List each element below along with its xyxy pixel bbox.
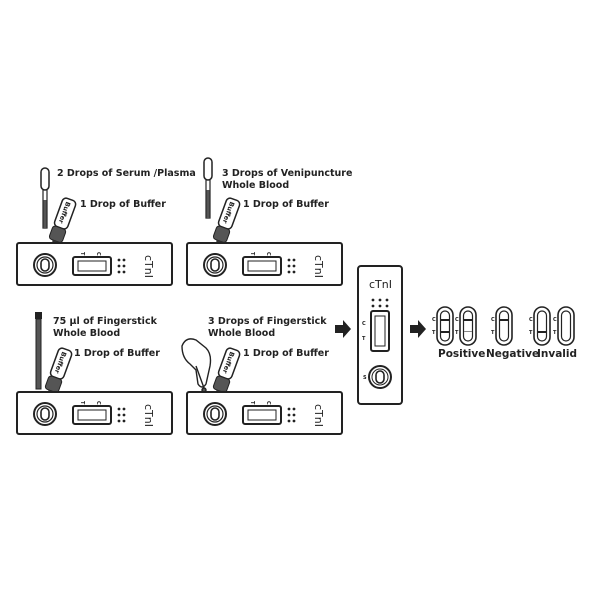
svg-text:C: C [455,317,459,323]
buffer-bottle-icon: Buffer [209,346,242,402]
cassette-brand: cTnI [369,278,392,291]
test-label: T [362,336,366,342]
invalid-strip-t-only: CT [529,306,551,346]
sample-instruction-line2: Whole Blood [53,328,120,339]
invalid-strip-none: CT [553,306,575,346]
svg-text:C: C [553,317,557,323]
panel-serum-plasma: Buffer 2 Drops of Serum /Plasma 1 Drop o… [16,167,196,286]
buffer-bottle-icon: Buffer [45,196,78,252]
capillary-tube-icon [35,312,42,390]
svg-text:T: T [553,330,557,336]
buffer-bottle-icon: Buffer [41,346,74,402]
result-strips: CT CT CT CT CT Positive Negative Invalid [432,306,577,360]
sample-instruction: 2 Drops of Serum /Plasma [57,168,196,179]
read-cassette: cTnI C T S [357,265,403,405]
control-label: C [362,321,366,327]
negative-strip: CT [491,306,513,346]
positive-label: Positive [438,348,485,360]
buffer-instruction: 1 Drop of Buffer [80,199,166,210]
svg-text:C: C [491,317,495,323]
positive-strip-weak: CT [455,306,477,346]
pipette-icon [203,157,213,219]
invalid-label: Invalid [537,348,577,360]
test-cassette [16,242,173,286]
panel-fingerstick-drops: Buffer 3 Drops of Fingerstick Whole Bloo… [181,316,343,435]
positive-strip-strong: CT [432,306,454,346]
buffer-instruction: 1 Drop of Buffer [243,199,329,210]
test-cassette [186,242,343,286]
test-cassette [186,391,343,435]
panel-venipuncture: Buffer 3 Drops of Venipuncture Whole Blo… [186,157,352,286]
sample-instruction: 3 Drops of Fingerstick [208,316,327,327]
hand-icon [181,338,212,393]
arrow-right-icon [335,320,351,338]
buffer-bottle-icon: Buffer [209,196,242,252]
sample-instruction: 75 µl of Fingerstick [53,316,158,327]
buffer-instruction: 1 Drop of Buffer [74,348,160,359]
svg-text:C: C [529,317,533,323]
svg-text:C: C [432,317,436,323]
negative-label: Negative [486,348,539,360]
buffer-instruction: 1 Drop of Buffer [243,348,329,359]
test-cassette [16,391,173,435]
arrow-right-icon [410,320,426,338]
pipette-icon [40,167,50,229]
svg-text:T: T [455,330,459,336]
sample-instruction: 3 Drops of Venipuncture [222,168,352,179]
svg-text:T: T [491,330,495,336]
svg-text:T: T [432,330,436,336]
sample-instruction-line2: Whole Blood [208,328,275,339]
svg-text:T: T [529,330,533,336]
sample-instruction-line2: Whole Blood [222,180,289,191]
panel-fingerstick-75ul: Buffer 75 µl of Fingerstick Whole Blood … [16,312,173,435]
sample-well-label: S [363,375,367,381]
